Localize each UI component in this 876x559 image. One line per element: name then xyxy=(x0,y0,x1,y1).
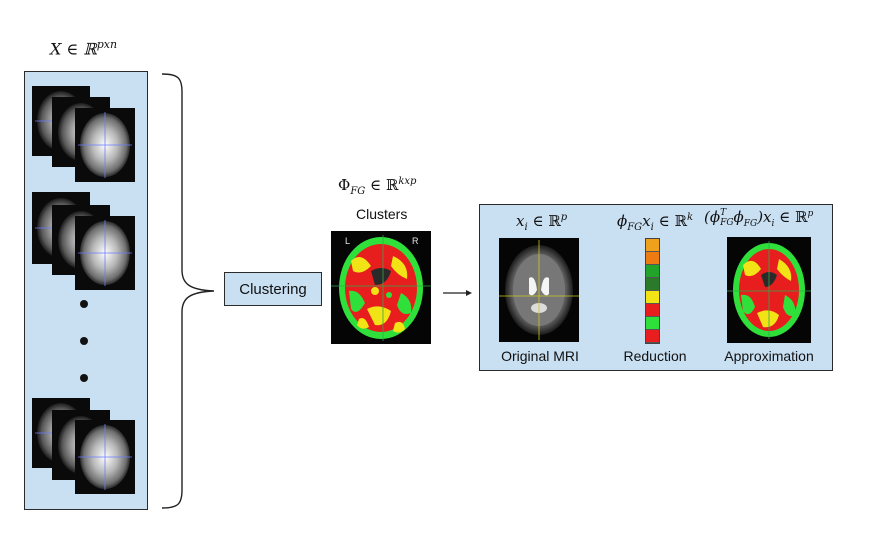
mri-stack-2 xyxy=(32,192,135,290)
input-matrix-label: X ∈ ℝpxn xyxy=(50,38,118,59)
reduction-caption: Reduction xyxy=(623,348,687,364)
original-caption: Original MRI xyxy=(501,348,579,364)
reduction-bar-segment xyxy=(646,278,659,291)
approximation-caption: Approximation xyxy=(724,348,814,364)
reduction-bar-segment xyxy=(646,317,659,330)
curly-brace xyxy=(161,73,215,509)
clusters-title: Clusters xyxy=(356,206,408,222)
cluster-map-left-marker: L xyxy=(345,236,351,246)
mri-slice xyxy=(75,216,135,290)
ellipsis-dot xyxy=(80,374,88,382)
original-formula: xi ∈ ℝp xyxy=(516,212,568,233)
clustering-box: Clustering xyxy=(224,272,322,306)
ellipsis-dot xyxy=(80,337,88,345)
reduction-formula: ϕFGxi ∈ ℝk xyxy=(617,212,694,233)
reduction-bar-segment xyxy=(646,291,659,304)
reduction-bar-segment xyxy=(646,252,659,265)
approximation-image xyxy=(727,237,811,343)
reduction-bar-segment xyxy=(646,330,659,343)
cluster-map-image xyxy=(331,231,431,344)
ellipsis-dot xyxy=(80,300,88,308)
original-mri-image xyxy=(499,238,579,342)
mri-slice xyxy=(75,420,135,494)
mri-stack-1 xyxy=(32,86,135,182)
reduction-bar-segment xyxy=(646,304,659,317)
cluster-map-right-marker: R xyxy=(412,236,419,246)
reduction-color-bar xyxy=(645,238,660,344)
mri-stack-3 xyxy=(32,398,135,494)
reduction-bar-segment xyxy=(646,239,659,252)
reduction-bar-segment xyxy=(646,265,659,278)
clusters-formula: ΦFG ∈ ℝkxp xyxy=(338,176,417,197)
mri-slice xyxy=(75,108,135,182)
arrow-head xyxy=(466,290,472,296)
